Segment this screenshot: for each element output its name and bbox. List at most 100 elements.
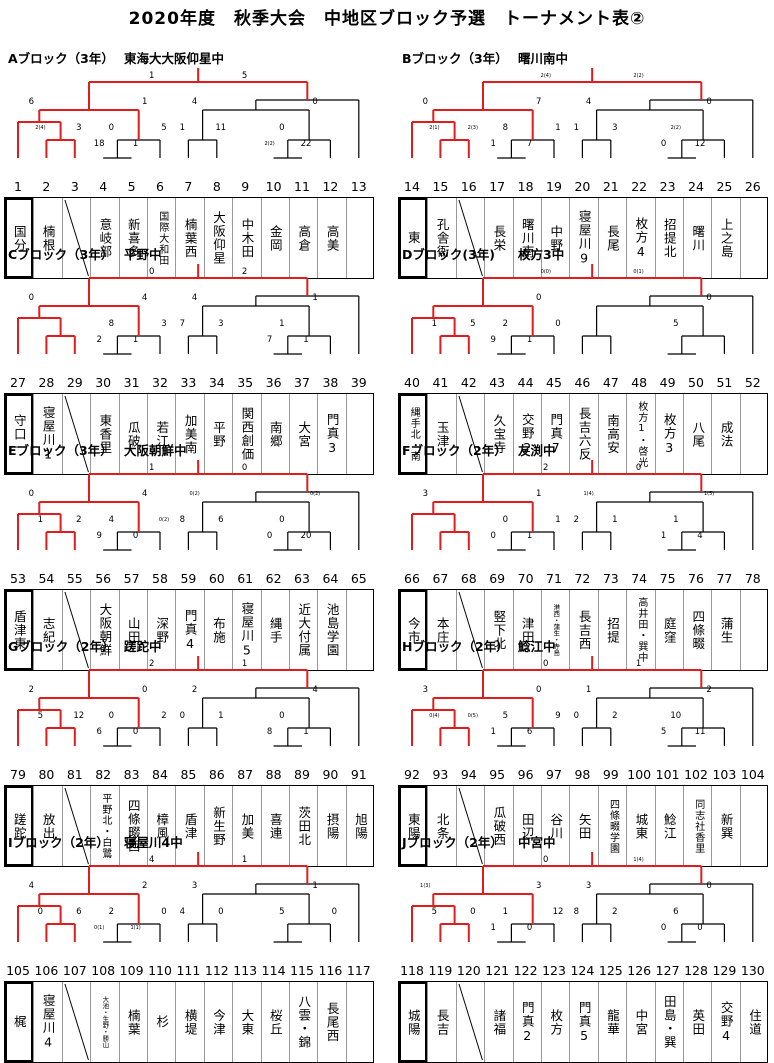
team-cell: 中木田: [232, 198, 260, 278]
score: 5: [673, 319, 679, 329]
score: 0: [555, 319, 561, 329]
team-name: 長尾西: [324, 1001, 340, 1043]
block-winner: 寝屋川4中: [124, 835, 183, 850]
score: 3: [76, 123, 82, 133]
team-number: 11: [294, 179, 310, 194]
team-name: 門真7: [548, 412, 564, 456]
team-number: 47: [602, 375, 619, 390]
team-number: 6: [156, 179, 164, 194]
score: 4: [191, 293, 198, 303]
team-cell: 城東: [626, 786, 654, 866]
team-number: 121: [485, 963, 510, 978]
score: 3: [161, 319, 167, 329]
score: 1: [555, 123, 561, 133]
block-label: Eブロック（3年）: [8, 443, 113, 458]
team-name: 加美: [239, 812, 255, 840]
team-number: 66: [404, 571, 420, 586]
team-cell: [61, 786, 90, 866]
score: 0(2): [309, 491, 321, 497]
team-name: 守口一: [11, 413, 27, 455]
team-cell: [61, 982, 90, 1062]
bye-slash: [64, 591, 89, 669]
team-number: 45: [546, 375, 562, 390]
team-number: 52: [744, 375, 761, 390]
team-number: 85: [180, 767, 197, 782]
team-number: 21: [602, 179, 619, 194]
team-cell: 茨田北: [289, 786, 317, 866]
team-name: 平野北・白鷺: [99, 793, 111, 859]
block-winner: 大阪朝鮮中: [124, 443, 187, 458]
team-cell: 梶: [5, 982, 34, 1062]
team-cell: 関西創価: [232, 394, 260, 474]
score: 1: [431, 319, 438, 329]
score: 1: [241, 855, 248, 865]
team-number: 95: [489, 767, 506, 782]
score: 3: [422, 489, 429, 499]
team-name: 久宝寺: [491, 413, 507, 455]
team-name: 長栄: [491, 224, 507, 252]
team-cell: 孔舎衙: [427, 198, 455, 278]
team-cell: [455, 394, 484, 474]
team-number: 34: [208, 375, 225, 390]
team-cell: 近大付属: [289, 590, 317, 670]
score: 1: [573, 123, 580, 133]
score: 0: [706, 881, 712, 891]
team-cell: 田島・巽: [654, 982, 683, 1062]
team-number: 81: [66, 767, 83, 782]
score: 2: [241, 267, 248, 277]
team-cell: 蹉跎: [5, 786, 34, 866]
score: 3: [612, 123, 618, 133]
team-cell: 港西・蒲生・寺島: [541, 590, 569, 670]
team-cell: 高倉: [289, 198, 317, 278]
bracket: [17, 68, 360, 159]
team-cell: 大宮: [289, 394, 317, 474]
team-number: 31: [123, 375, 140, 390]
team-number: 4: [99, 179, 108, 194]
team-cell: 矢田: [569, 786, 597, 866]
team-name: 寝屋川1: [40, 405, 56, 463]
team-number: 9: [241, 179, 250, 194]
team-name: 縄手北・南: [408, 406, 420, 462]
block-winner: 東海大大阪仰星中: [124, 51, 225, 66]
score: 2: [76, 515, 82, 525]
team-cell: 高井田・巽中: [626, 590, 654, 670]
team-cell: 縄手北・南: [399, 394, 428, 474]
team-number: 48: [631, 375, 648, 390]
score: 0: [470, 907, 476, 917]
team-cell: 竪下北: [484, 590, 512, 670]
team-number: 103: [712, 767, 737, 782]
team-number: 69: [489, 571, 506, 586]
team-name: 山田: [125, 616, 141, 644]
team-number: 44: [517, 375, 534, 390]
team-cell: 金岡: [260, 198, 289, 278]
score: 8: [573, 907, 580, 917]
team-cell: 門真4: [175, 590, 203, 670]
score: 1: [149, 463, 155, 473]
team-cell: 意岐部: [90, 198, 118, 278]
block-label: Cブロック（3年）: [8, 247, 114, 262]
team-number: 94: [460, 767, 477, 782]
block-label: Aブロック（3年）: [8, 51, 114, 66]
team-number: 33: [180, 375, 197, 390]
team-number: 5: [127, 179, 136, 194]
team-cell: 玉津: [427, 394, 455, 474]
team-cell: 寝屋川1: [33, 394, 61, 474]
team-cell: 住道: [739, 982, 768, 1062]
block-winner: 友渕中: [518, 443, 556, 458]
score: 0(0): [540, 269, 551, 275]
team-cell: 長吉西: [569, 590, 597, 670]
score: 0: [635, 463, 642, 473]
bracket: [411, 264, 754, 355]
team-number: 112: [204, 963, 229, 978]
team-cell: 寝屋川4: [33, 982, 61, 1062]
block-winner: 蹉跎中: [124, 639, 162, 654]
team-number: 14: [404, 179, 420, 194]
team-number: 1: [14, 179, 22, 194]
score: 9: [490, 335, 496, 345]
team-cell: 池島学園: [317, 590, 345, 670]
team-cell: [739, 590, 768, 670]
team-number: 119: [428, 963, 453, 978]
